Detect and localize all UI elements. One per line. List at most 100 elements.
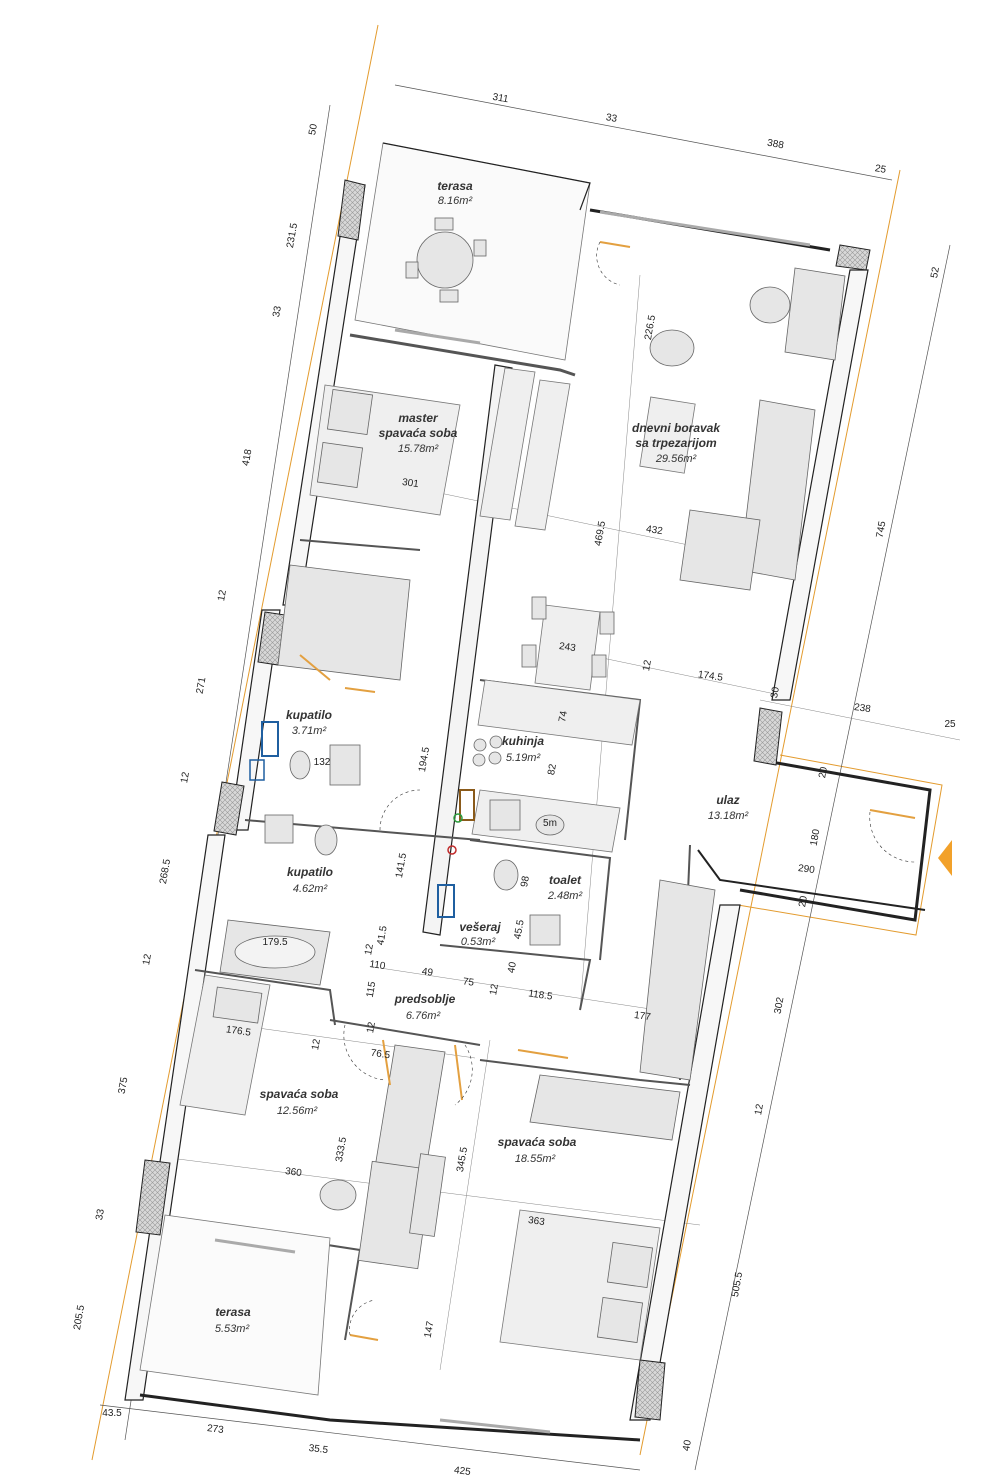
dim-int-35: 40 <box>506 961 519 974</box>
dim-int-26: 12 <box>310 1038 323 1051</box>
room-area-kitchen: 5.19m² <box>506 752 541 764</box>
windows <box>214 210 811 1434</box>
dim-int-34: 45.5 <box>512 919 526 941</box>
dim-right-4: 20 <box>817 766 830 779</box>
dim-left-9: 12 <box>141 953 154 966</box>
dim-int-20: 12 <box>488 983 501 996</box>
dim-right-2: 745 <box>875 520 889 539</box>
dim-left-12: 205.5 <box>72 1304 87 1331</box>
dim-int-33: 41.5 <box>375 925 389 947</box>
dim-int-38: 5m <box>543 818 557 829</box>
dim-int-27: 76.5 <box>370 1048 391 1062</box>
doors <box>299 241 916 1341</box>
dim-right-10: 40 <box>681 1439 694 1452</box>
terrace-top <box>354 142 591 361</box>
dim-int-29: 345.5 <box>455 1146 470 1173</box>
dim-left-5: 12 <box>216 589 229 602</box>
dim-int-17: 110 <box>369 959 387 972</box>
dim-right-7: 302 <box>773 996 787 1015</box>
dim-int-8: 30 <box>769 686 782 699</box>
dim-int-11: 82 <box>546 763 559 776</box>
dim-int-15: 98 <box>519 875 532 888</box>
room-name-bedroom-large: spavaća soba <box>498 1135 577 1149</box>
room-name-bathroom-1: kupatilo <box>286 708 332 722</box>
dim-left-2: 231.5 <box>285 222 300 249</box>
columns <box>135 179 871 1421</box>
room-name-hallway: predsoblje <box>394 992 456 1006</box>
room-area-toilet: 2.48m² <box>547 890 583 902</box>
room-name-bathroom-2: kupatilo <box>287 865 333 879</box>
dim-left-4: 418 <box>241 448 255 467</box>
room-name-toilet: toalet <box>549 873 582 887</box>
room-area-master-bedroom: 15.78m² <box>398 443 439 455</box>
dim-left-13: 43.5 <box>102 1408 122 1419</box>
room-area-living-room: 29.56m² <box>655 453 697 465</box>
dim-left-8: 268.5 <box>158 858 173 885</box>
dim-int-21: 118.5 <box>528 988 554 1002</box>
dim-bottom-2: 35.5 <box>308 1443 329 1456</box>
dim-int-1: 301 <box>401 477 419 490</box>
room-area-bedroom-small: 12.56m² <box>277 1105 318 1117</box>
dim-top-2: 33 <box>605 112 618 125</box>
room-area-entrance: 13.18m² <box>708 810 749 822</box>
dim-right-3: 25 <box>944 719 956 730</box>
installation-symbols <box>249 721 475 918</box>
room-area-terrace-bottom: 5.53m² <box>215 1323 250 1335</box>
room-name-kitchen: kuhinja <box>502 734 544 748</box>
dim-right-1: 52 <box>929 266 942 279</box>
dim-int-14: 141.5 <box>394 852 409 879</box>
room-area-bathroom-2: 4.62m² <box>293 883 328 895</box>
room-area-terrace-top: 8.16m² <box>438 195 473 207</box>
dim-top-4: 25 <box>874 163 887 176</box>
dim-left-6: 271 <box>195 676 209 695</box>
dim-int-36: 12 <box>363 943 376 956</box>
dim-int-2: 432 <box>645 524 663 537</box>
room-name-master-bedroom: master <box>398 411 439 425</box>
dim-int-9: 238 <box>853 702 871 715</box>
room-name-living-room: dnevni boravak <box>632 421 721 435</box>
room-name2-living-room: sa trpezarijom <box>635 436 717 450</box>
dim-right-8: 12 <box>753 1103 766 1116</box>
dim-bottom-1: 273 <box>206 1423 224 1436</box>
room-name-laundry: vešeraj <box>459 920 501 934</box>
dim-int-28: 333.5 <box>334 1136 349 1163</box>
dim-int-13: 132 <box>314 757 331 768</box>
room-name-bedroom-small: spavaća soba <box>260 1087 339 1101</box>
furniture <box>139 267 846 1396</box>
dim-top-3: 388 <box>766 138 785 152</box>
room-area-hallway: 6.76m² <box>406 1010 441 1022</box>
dim-int-37: 290 <box>797 863 815 876</box>
dim-int-32: 147 <box>423 1320 437 1339</box>
dim-top-1: 311 <box>492 92 510 106</box>
dimension-labels: 311 33 388 25 50 231.5 33 418 12 271 12 … <box>72 92 956 1478</box>
entry-arrow-icon <box>938 840 952 876</box>
dim-int-23: 115 <box>365 980 379 998</box>
dim-int-7: 174.5 <box>697 669 724 683</box>
dim-int-18: 49 <box>421 966 434 979</box>
room-area-laundry: 0.53m² <box>461 936 496 948</box>
dim-left-11: 33 <box>94 1208 107 1221</box>
dim-left-7: 12 <box>179 771 192 784</box>
dim-right-5: 180 <box>809 828 823 847</box>
dim-right-6: 20 <box>797 895 810 908</box>
dim-int-22: 177 <box>633 1010 651 1023</box>
dim-right-9: 505.5 <box>730 1271 745 1298</box>
room-name-terrace-top: terasa <box>437 179 473 193</box>
dim-int-6: 12 <box>641 659 654 672</box>
dim-left-10: 375 <box>117 1076 131 1095</box>
dim-left-1: 50 <box>307 123 320 136</box>
dim-int-4: 469.5 <box>593 520 608 547</box>
dim-left-3: 33 <box>271 305 284 318</box>
dim-int-31: 363 <box>527 1215 545 1228</box>
dim-int-5: 243 <box>558 641 576 654</box>
dim-int-19: 75 <box>462 976 475 989</box>
room-name-terrace-bottom: terasa <box>215 1305 251 1319</box>
dim-int-3: 226.5 <box>643 314 658 341</box>
dim-int-12: 194.5 <box>417 746 432 773</box>
dim-bottom-3: 425 <box>453 1465 471 1478</box>
dim-int-25: 176.5 <box>225 1024 252 1038</box>
dim-int-16: 179.5 <box>262 937 287 948</box>
dim-int-30: 360 <box>284 1166 302 1179</box>
room-name-entrance: ulaz <box>716 793 739 807</box>
